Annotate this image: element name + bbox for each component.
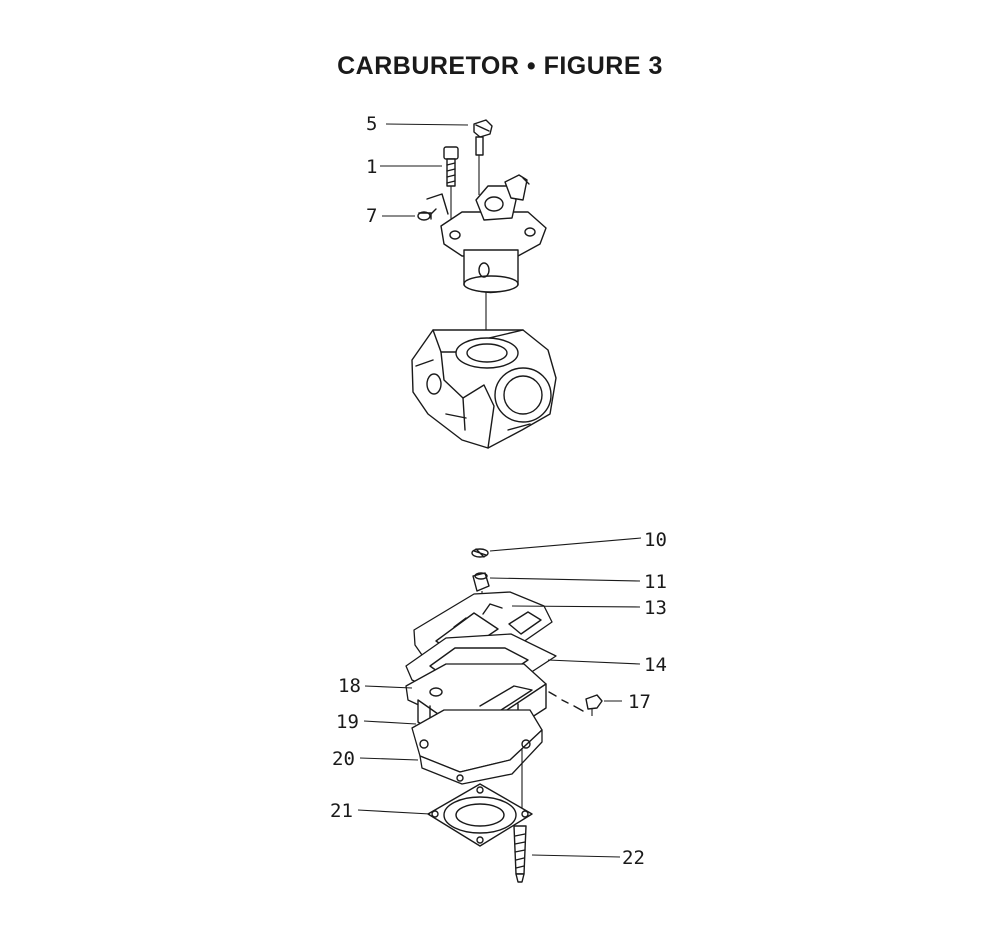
callout-10: 10 [644, 529, 667, 551]
callout-11: 11 [644, 571, 667, 593]
part-22-long-screw [513, 825, 527, 883]
callout-5: 5 [366, 113, 377, 135]
callout-22: 22 [622, 847, 645, 869]
carburetor-main-body [411, 329, 557, 449]
callout-18: 18 [338, 675, 361, 697]
part-5-screw [473, 119, 493, 195]
callout-17: 17 [628, 691, 651, 713]
part-19-20-lower-block [411, 709, 543, 816]
callout-13: 13 [644, 597, 667, 619]
part-1-bolt [443, 146, 459, 225]
callout-21: 21 [330, 800, 353, 822]
callout-19: 19 [336, 711, 359, 733]
part-21-diaphragm-cover [427, 783, 533, 847]
callout-7: 7 [366, 205, 377, 227]
callout-14: 14 [644, 654, 667, 676]
page-title: CARBURETOR • FIGURE 3 [337, 52, 663, 80]
callout-1: 1 [366, 156, 377, 178]
callout-20: 20 [332, 748, 355, 770]
carburetor-upper-body [426, 174, 547, 352]
part-10-screw [471, 548, 489, 558]
part-7-clip [417, 208, 437, 221]
part-17-screw [548, 691, 603, 716]
leader-lines [357, 123, 642, 858]
